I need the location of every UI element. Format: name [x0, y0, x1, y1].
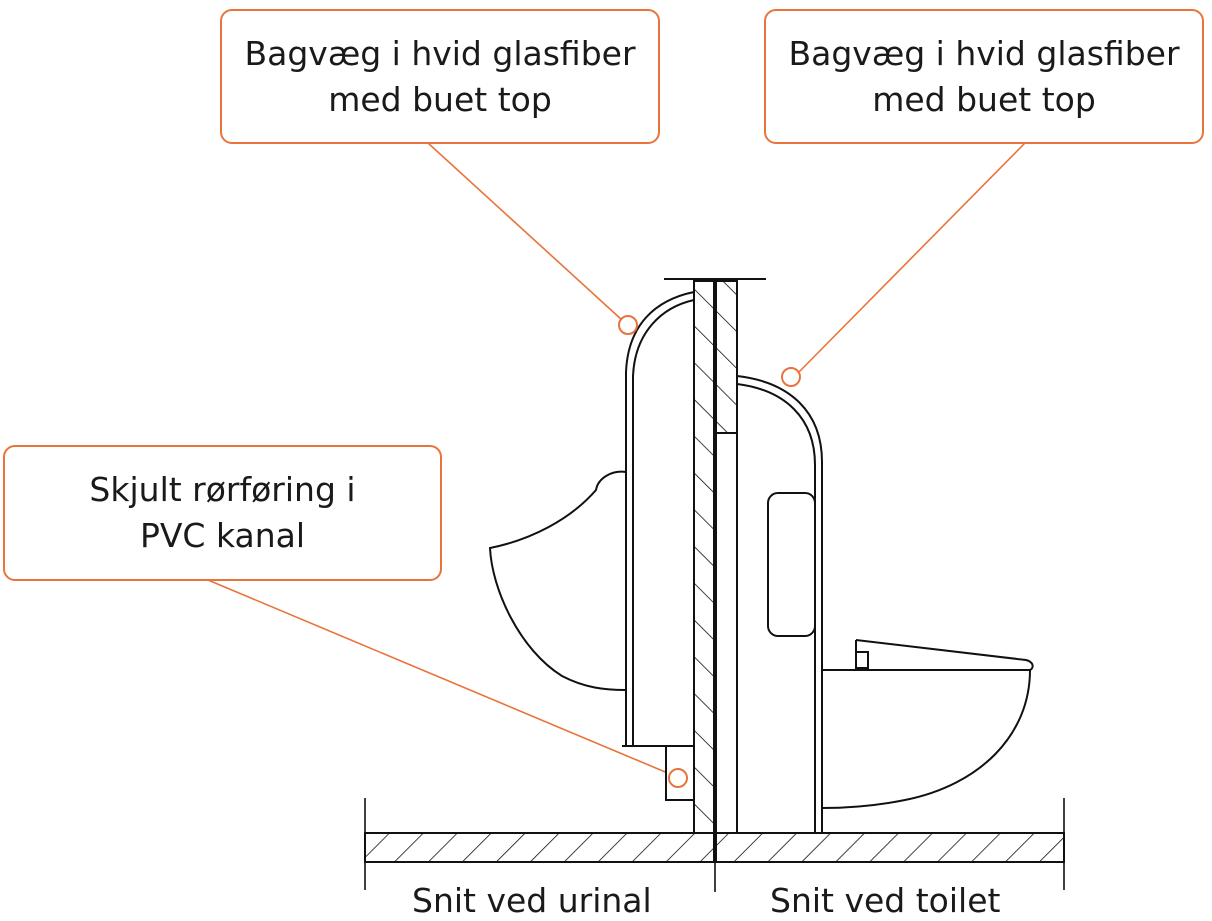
caption-urinal-section: Snit ved urinal	[412, 881, 652, 920]
wall-plain-right	[715, 432, 738, 834]
toilet-bowl	[821, 639, 1034, 809]
callout-toilet-backwall: Bagvæg i hvid glasfiber med buet top	[764, 9, 1204, 144]
callout-toilet-backwall-line2: med buet top	[872, 79, 1096, 119]
toilet-backwall-panel	[736, 375, 823, 833]
floor-slab	[364, 798, 1065, 892]
urinal-backwall-panel	[622, 291, 695, 747]
callout-pipe-channel-line2: PVC kanal	[139, 516, 306, 555]
urinal-bowl	[488, 470, 627, 691]
leader-toilet-backwall	[798, 142, 1026, 373]
wall-hatched-right	[715, 280, 738, 434]
callout-pipe-channel-line1: Skjult rørføring i	[89, 470, 356, 509]
callout-pipe-channel: Skjult rørføring i PVC kanal	[3, 445, 442, 581]
callout-toilet-backwall-line1: Bagvæg i hvid glasfiber	[788, 33, 1180, 73]
leader-lines	[207, 142, 1026, 775]
floor-slab-left	[364, 832, 715, 863]
floor-slab-right	[715, 832, 1065, 863]
marker-urinal-backwall	[618, 315, 638, 335]
target-markers	[618, 315, 801, 788]
wall-hatched-left	[693, 280, 715, 834]
marker-toilet-backwall	[781, 367, 801, 387]
callout-urinal-backwall-line1: Bagvæg i hvid glasfiber	[244, 33, 636, 73]
callout-urinal-backwall-line2: med buet top	[328, 79, 552, 119]
leader-pipe-channel	[207, 579, 671, 775]
caption-toilet-section: Snit ved toilet	[770, 881, 1001, 920]
leader-urinal-backwall	[427, 142, 623, 321]
callout-urinal-backwall: Bagvæg i hvid glasfiber med buet top	[220, 9, 660, 144]
flush-plate	[767, 492, 816, 637]
central-wall	[664, 278, 766, 834]
marker-pipe-channel	[668, 768, 688, 788]
